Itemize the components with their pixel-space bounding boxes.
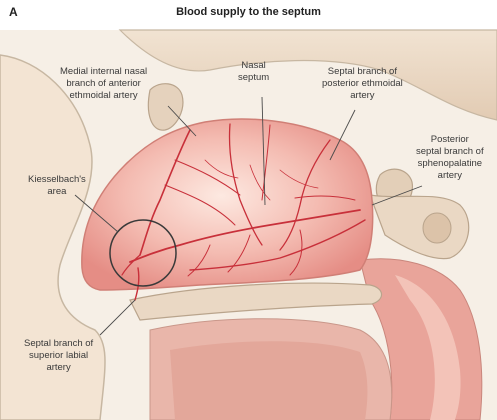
label-kiesselbach-area: Kiesselbach's area — [28, 174, 86, 198]
figure-title: Blood supply to the septum — [0, 6, 497, 18]
label-nasal-septum: Nasal septum — [238, 60, 269, 84]
tongue-muscle — [170, 341, 367, 420]
label-septal-branch-posterior-ethmoidal: Septal branch of posterior ethmoidal art… — [322, 66, 403, 102]
label-posterior-septal-branch-sphenopalatine: Posterior septal branch of sphenopalatin… — [416, 134, 484, 182]
label-medial-internal-nasal-branch: Medial internal nasal branch of anterior… — [60, 66, 147, 102]
sphenoid-cavity — [423, 213, 451, 243]
label-septal-branch-superior-labial: Septal branch of superior labial artery — [24, 338, 93, 374]
